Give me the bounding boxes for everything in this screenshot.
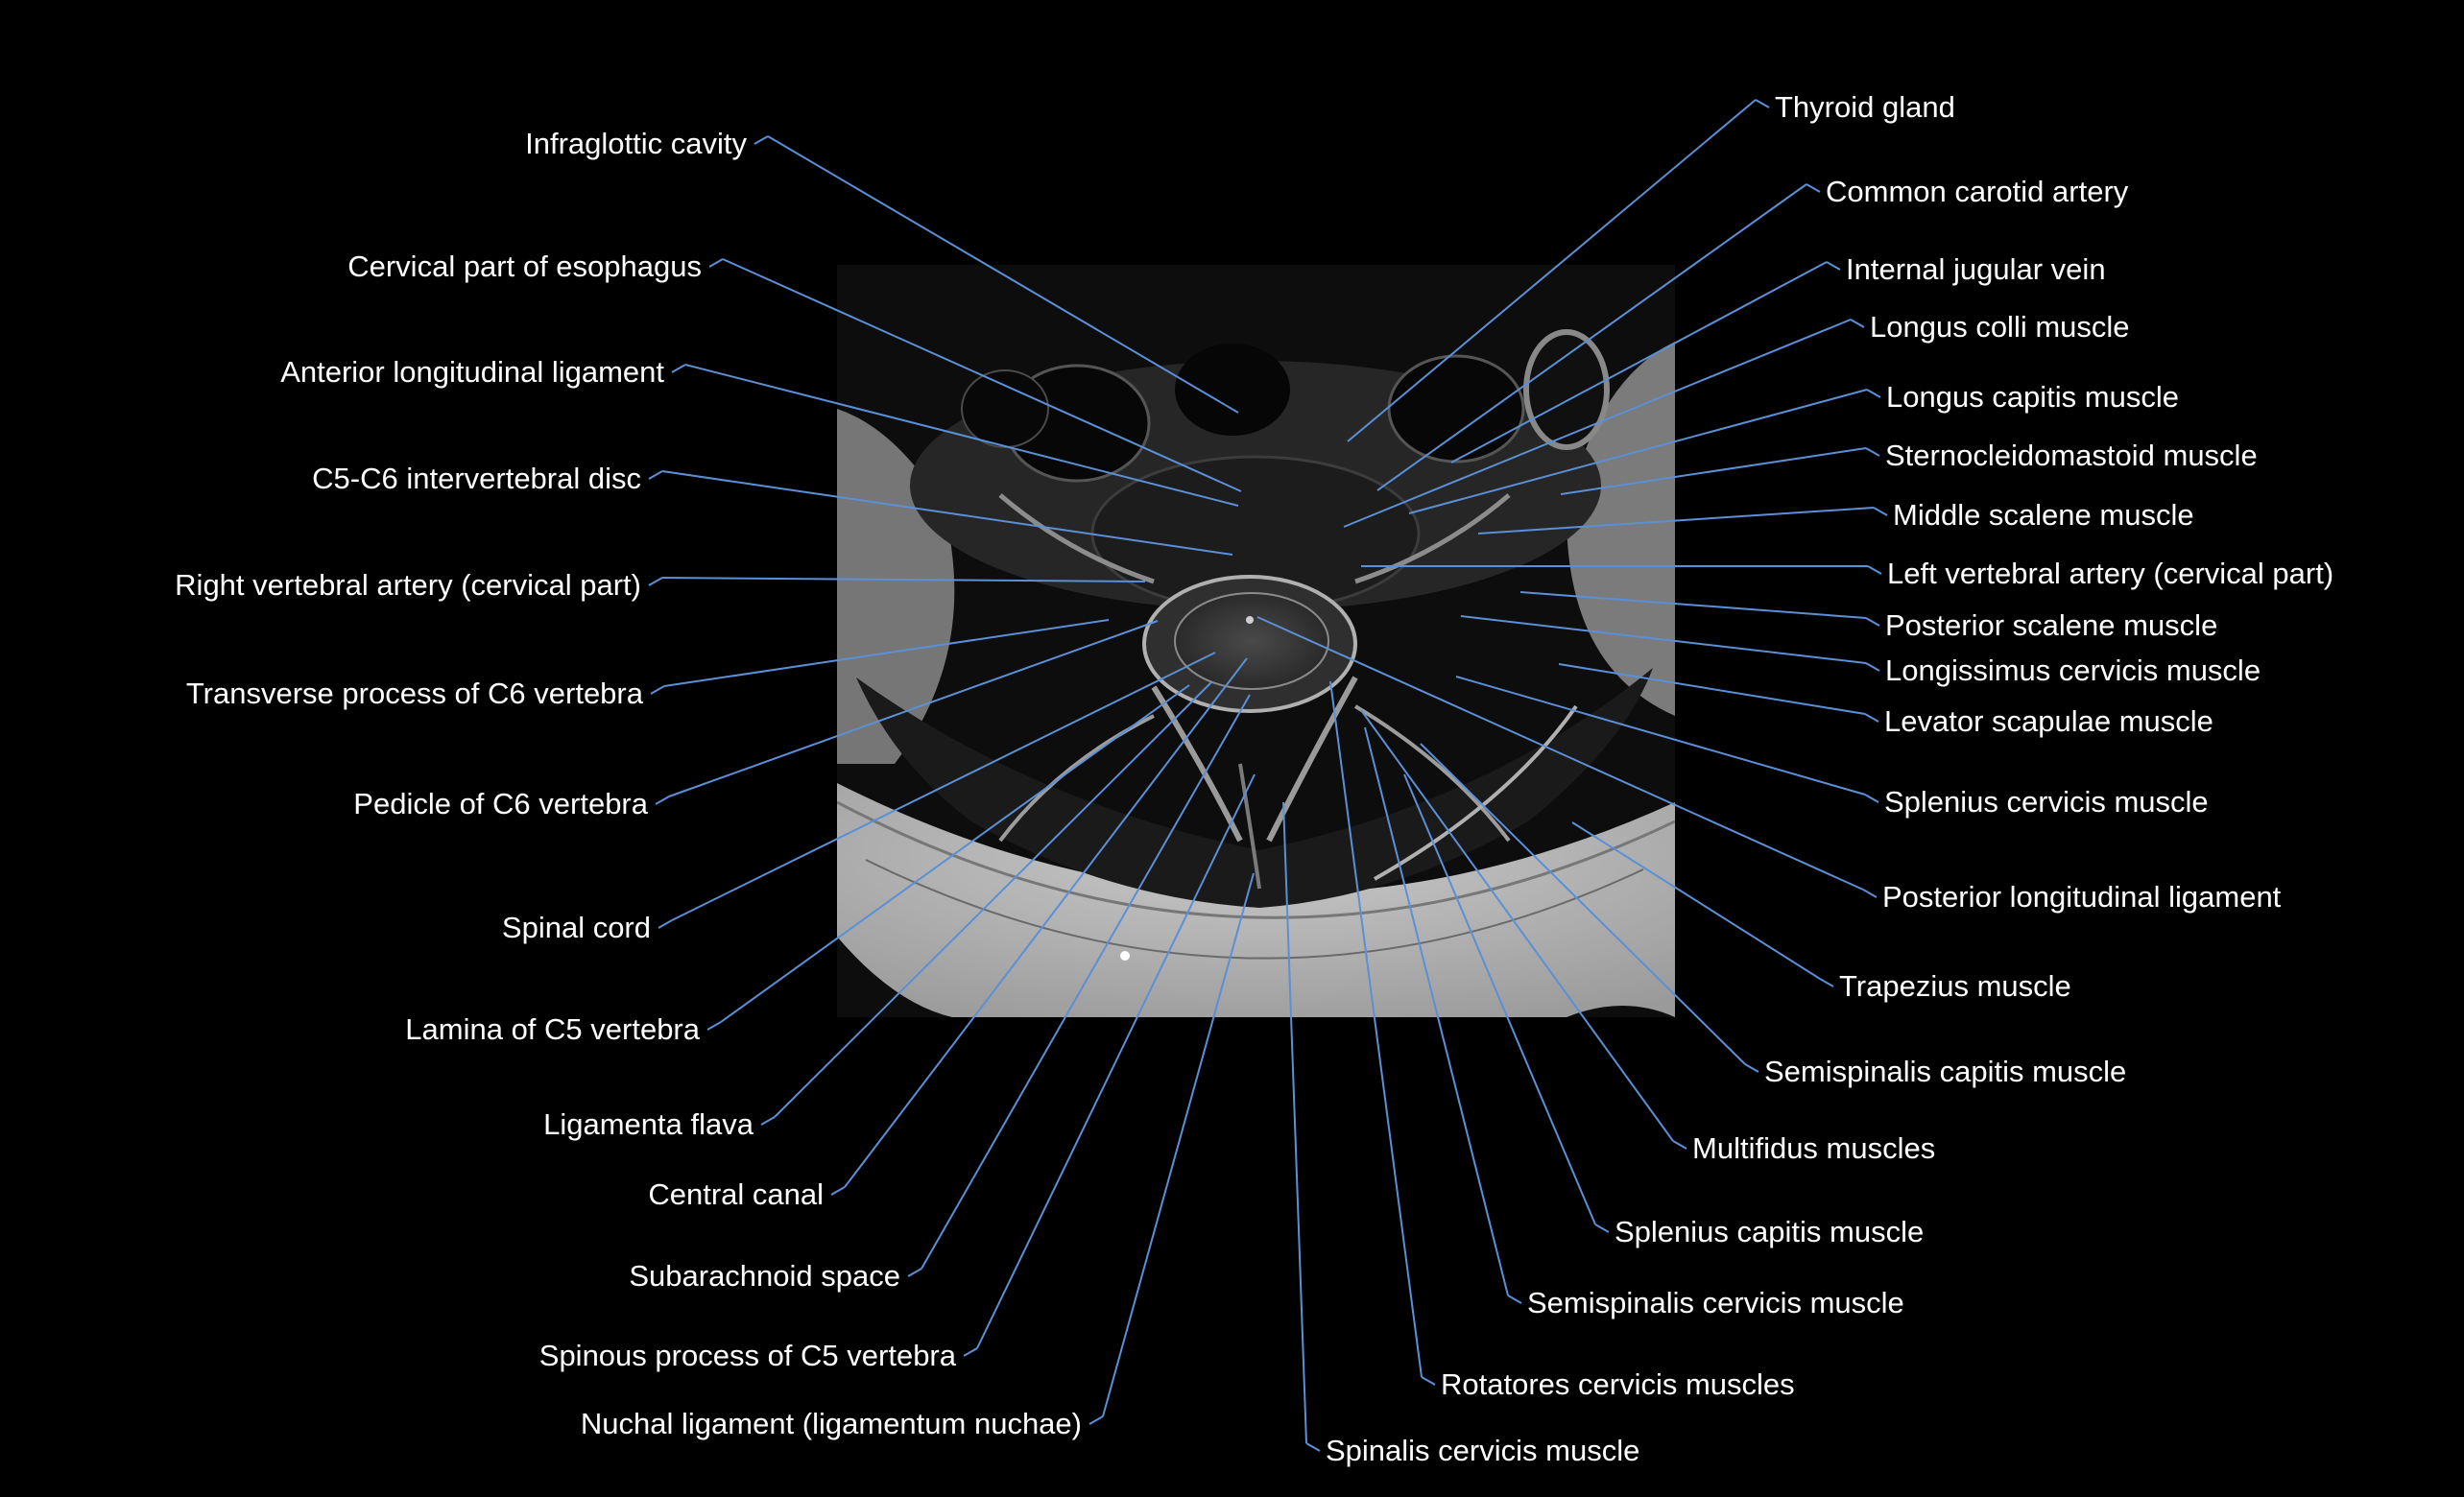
leader-tick-central-canal	[830, 1186, 846, 1196]
label-middle-scalene-muscle: Middle scalene muscle	[1893, 498, 2194, 532]
leader-tick-common-carotid-artery	[1806, 183, 1821, 193]
leader-tick-middle-scalene-muscle	[1873, 507, 1888, 516]
leader-tick-rotatores-cervicis-muscles	[1421, 1376, 1436, 1386]
label-spinalis-cervicis-muscle: Spinalis cervicis muscle	[1326, 1434, 1640, 1467]
label-longus-colli-muscle: Longus colli muscle	[1870, 310, 2130, 344]
label-rotatores-cervicis-muscles: Rotatores cervicis muscles	[1441, 1367, 1795, 1401]
label-cervical-part-of-esophagus: Cervical part of esophagus	[347, 250, 702, 283]
label-subarachnoid-space: Subarachnoid space	[629, 1259, 900, 1293]
label-ligamenta-flava: Ligamenta flava	[543, 1107, 754, 1141]
leader-tick-posterior-longitudinal-ligament	[1862, 889, 1878, 898]
label-posterior-longitudinal-ligament: Posterior longitudinal ligament	[1882, 880, 2282, 914]
leader-tick-multifidus-muscles	[1672, 1140, 1687, 1150]
label-internal-jugular-vein: Internal jugular vein	[1846, 252, 2106, 286]
label-nuchal-ligament-ligamentum-nuchae: Nuchal ligament (ligamentum nuchae)	[580, 1407, 1082, 1440]
leader-tick-thyroid-gland	[1755, 99, 1770, 108]
leader-tick-spinal-cord	[658, 919, 673, 929]
label-central-canal: Central canal	[648, 1177, 824, 1211]
leader-tick-trapezius-muscle	[1819, 978, 1834, 987]
label-c5-c6-intervertebral-disc: C5-C6 intervertebral disc	[312, 462, 641, 495]
label-semispinalis-capitis-muscle: Semispinalis capitis muscle	[1764, 1055, 2127, 1088]
label-left-vertebral-artery-cervical-part: Left vertebral artery (cervical part)	[1887, 557, 2334, 590]
label-levator-scapulae-muscle: Levator scapulae muscle	[1884, 704, 2213, 738]
label-infraglottic-cavity: Infraglottic cavity	[525, 127, 747, 160]
leader-tick-left-vertebral-artery-cervical-part	[1867, 565, 1882, 575]
leader-tick-nuchal-ligament-ligamentum-nuchae	[1088, 1415, 1104, 1425]
leader-tick-infraglottic-cavity	[754, 135, 769, 145]
leader-tick-splenius-cervicis-muscle	[1864, 794, 1879, 803]
label-semispinalis-cervicis-muscle: Semispinalis cervicis muscle	[1527, 1286, 1904, 1319]
label-anterior-longitudinal-ligament: Anterior longitudinal ligament	[280, 355, 664, 389]
leader-tick-subarachnoid-space	[907, 1268, 922, 1277]
label-spinal-cord: Spinal cord	[501, 911, 651, 944]
label-right-vertebral-artery-cervical-part: Right vertebral artery (cervical part)	[175, 568, 641, 602]
leader-tick-longissimus-cervicis-muscle	[1865, 662, 1880, 672]
label-lamina-of-c5-vertebra: Lamina of C5 vertebra	[405, 1012, 700, 1046]
label-pedicle-of-c6-vertebra: Pedicle of C6 vertebra	[353, 787, 648, 820]
label-posterior-scalene-muscle: Posterior scalene muscle	[1885, 608, 2218, 642]
leader-tick-splenius-capitis-muscle	[1594, 1224, 1610, 1233]
leader-tick-internal-jugular-vein	[1826, 261, 1841, 271]
label-common-carotid-artery: Common carotid artery	[1826, 175, 2129, 208]
leader-tick-longus-colli-muscle	[1850, 319, 1865, 328]
leader-tick-semispinalis-cervicis-muscle	[1507, 1295, 1522, 1304]
leader-tick-right-vertebral-artery-cervical-part	[648, 577, 663, 586]
label-sternocleidomastoid-muscle: Sternocleidomastoid muscle	[1885, 439, 2258, 472]
label-multifidus-muscles: Multifidus muscles	[1692, 1131, 1936, 1165]
leader-tick-pedicle-of-c6-vertebra	[655, 796, 670, 805]
label-splenius-cervicis-muscle: Splenius cervicis muscle	[1884, 785, 2209, 819]
leader-tick-spinalis-cervicis-muscle	[1305, 1442, 1321, 1452]
leader-tick-anterior-longitudinal-ligament	[671, 364, 686, 373]
leader-tick-cervical-part-of-esophagus	[708, 258, 724, 268]
leader-tick-ligamenta-flava	[760, 1116, 776, 1126]
label-trapezius-muscle: Trapezius muscle	[1839, 969, 2071, 1003]
leader-tick-c5-c6-intervertebral-disc	[648, 470, 663, 480]
label-longissimus-cervicis-muscle: Longissimus cervicis muscle	[1885, 653, 2261, 687]
label-longus-capitis-muscle: Longus capitis muscle	[1886, 380, 2179, 414]
leader-tick-posterior-scalene-muscle	[1865, 617, 1880, 627]
label-spinous-process-of-c5-vertebra: Spinous process of C5 vertebra	[538, 1339, 956, 1372]
label-splenius-capitis-muscle: Splenius capitis muscle	[1615, 1215, 1925, 1248]
leader-tick-longus-capitis-muscle	[1866, 389, 1881, 398]
label-transverse-process-of-c6-vertebra: Transverse process of C6 vertebra	[185, 677, 643, 710]
leader-tick-levator-scapulae-muscle	[1864, 713, 1879, 723]
leader-tick-transverse-process-of-c6-vertebra	[650, 685, 665, 695]
leader-tick-lamina-of-c5-vertebra	[706, 1021, 722, 1031]
mri-axial-neck-image	[837, 265, 1675, 1017]
leader-tick-semispinalis-capitis-muscle	[1744, 1063, 1759, 1073]
label-thyroid-gland: Thyroid gland	[1775, 90, 1955, 124]
mri-rendering	[837, 265, 1675, 1017]
leader-tick-spinous-process-of-c5-vertebra	[963, 1347, 978, 1357]
leader-tick-sternocleidomastoid-muscle	[1865, 447, 1880, 457]
